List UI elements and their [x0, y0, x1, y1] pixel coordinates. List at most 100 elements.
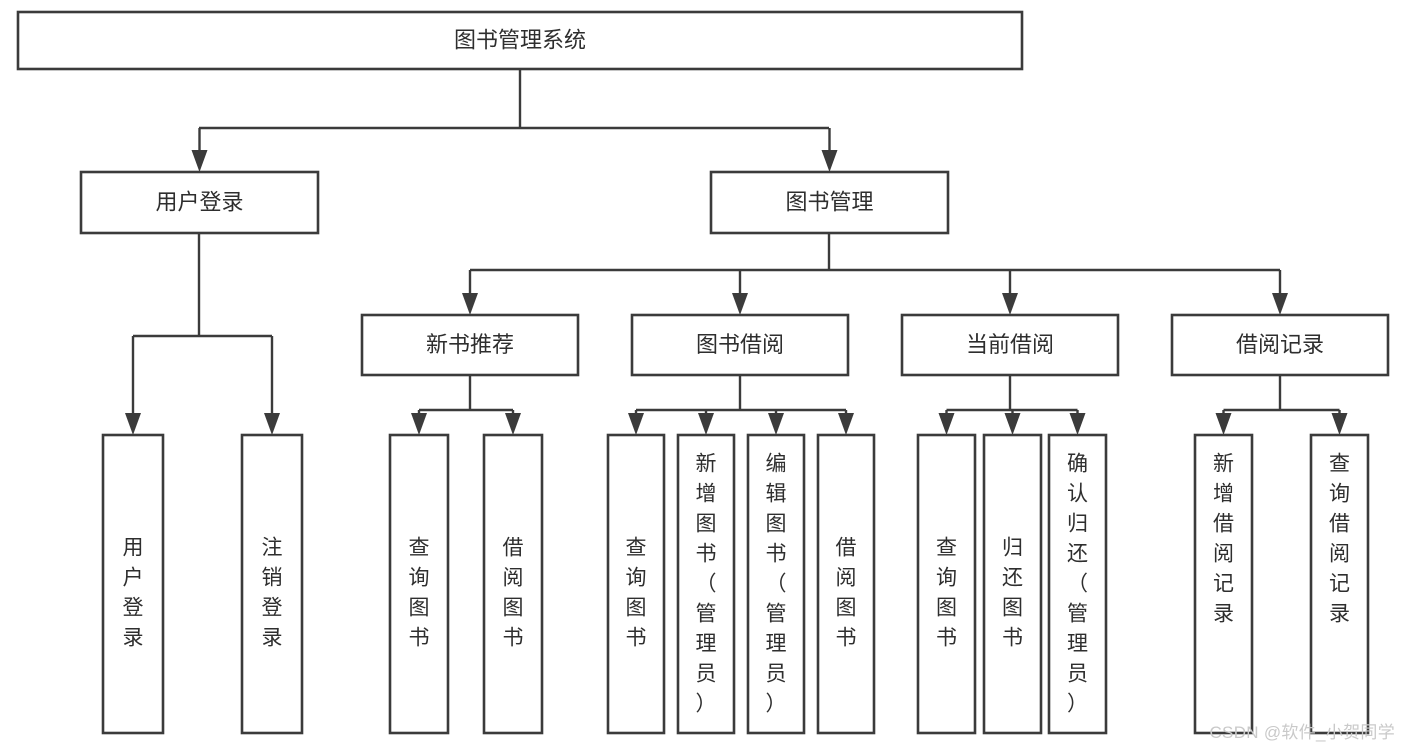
leaf-box-leaf-logout[interactable]: [240, 433, 304, 735]
node-box-new-book-recommend[interactable]: [360, 313, 580, 377]
leaf-label-char: 录: [123, 627, 144, 650]
leaf-label-char: 图: [503, 597, 524, 620]
leaf-label-char: 询: [936, 567, 957, 590]
leaf-label-char: 增: [696, 483, 717, 506]
node-label-book-borrow: 图书借阅: [696, 332, 784, 357]
leaf-label-char: 图: [696, 513, 717, 536]
edge-current-borrow-to-leaf-confirm-return-admin-arrowhead: [1069, 413, 1086, 435]
leaf-label-char: （: [1067, 573, 1088, 596]
leaf-box-leaf-query-book-recommend[interactable]: [388, 433, 450, 735]
leaf-label-char: 借: [503, 537, 524, 560]
leaf-box-leaf-return-book[interactable]: [982, 433, 1043, 735]
leaf-box-leaf-add-book-admin[interactable]: [676, 433, 736, 735]
leaf-box-leaf-borrow-book[interactable]: [816, 433, 876, 735]
leaf-label-char: 查: [626, 537, 647, 560]
node-label-new-book-recommend: 新书推荐: [426, 332, 514, 357]
leaf-label-char: 登: [262, 597, 283, 620]
leaf-label-char: 还: [1067, 543, 1088, 566]
edge-user-login-to-leaf-logout-arrowhead: [264, 413, 280, 435]
leaf-label-char: 户: [123, 567, 144, 590]
node-box-book-borrow[interactable]: [630, 313, 850, 377]
leaf-label-char: 归: [1002, 537, 1023, 560]
leaf-box-leaf-query-book-current[interactable]: [916, 433, 977, 735]
edge-user-login-to-leaf-user-login-arrowhead: [125, 413, 141, 435]
leaf-label-char: 书: [503, 627, 524, 650]
leaf-label-char: 理: [1067, 633, 1088, 656]
node-label-borrow-record: 借阅记录: [1236, 332, 1324, 357]
node-label-user-login: 用户登录: [155, 189, 243, 214]
leaf-label-char: 员: [1067, 663, 1088, 686]
leaf-label-char: 员: [766, 663, 787, 686]
leaf-label-char: 阅: [1329, 543, 1350, 566]
leaf-label-char: 用: [123, 537, 144, 560]
leaf-label-char: 图: [936, 597, 957, 620]
leaf-label-char: 查: [936, 537, 957, 560]
leaf-label-char: 书: [836, 627, 857, 650]
edge-book-borrow-to-leaf-edit-book-admin-arrowhead: [768, 413, 784, 435]
leaf-label-char: 新: [1213, 453, 1234, 476]
leaf-label-char: 询: [409, 567, 430, 590]
leaf-label-char: 图: [1002, 597, 1023, 620]
node-box-book-management[interactable]: [709, 170, 950, 235]
leaf-box-leaf-edit-book-admin[interactable]: [746, 433, 806, 735]
leaf-label-char: 询: [626, 567, 647, 590]
leaf-label-char: 书: [409, 627, 430, 650]
node-label-root: 图书管理系统: [454, 27, 586, 52]
node-box-user-login[interactable]: [79, 170, 320, 235]
leaf-label-char: 理: [696, 633, 717, 656]
leaf-box-leaf-add-borrow-record[interactable]: [1193, 433, 1254, 735]
leaf-box-leaf-borrow-book-recommend[interactable]: [482, 433, 544, 735]
leaf-box-leaf-query-book-borrow[interactable]: [606, 433, 666, 735]
leaf-label-char: ）: [766, 693, 787, 716]
leaf-label-leaf-user-login: 用户登录: [123, 537, 144, 650]
leaf-label-char: 阅: [503, 567, 524, 590]
edge-current-borrow-to-leaf-return-book-arrowhead: [1004, 413, 1021, 435]
leaf-label-char: 辑: [766, 483, 787, 506]
edge-bm-to-book-borrow-arrowhead: [732, 293, 748, 315]
edge-book-borrow-to-leaf-borrow-book-arrowhead: [838, 413, 854, 435]
leaf-label-char: ）: [696, 693, 717, 716]
leaf-box-leaf-query-borrow-record[interactable]: [1309, 433, 1370, 735]
leaf-label-char: 图: [626, 597, 647, 620]
leaf-label-char: 录: [262, 627, 283, 650]
node-box-current-borrow[interactable]: [900, 313, 1120, 377]
leaf-label-char: （: [766, 573, 787, 596]
leaf-label-char: 书: [696, 543, 717, 566]
leaf-label-char: 阅: [836, 567, 857, 590]
node-label-book-management: 图书管理: [785, 189, 873, 214]
leaf-label-char: 借: [1213, 513, 1234, 536]
leaf-box-leaf-user-login[interactable]: [101, 433, 165, 735]
leaf-label-char: 理: [766, 633, 787, 656]
leaf-label-char: 管: [696, 603, 717, 626]
leaf-label-char: 书: [936, 627, 957, 650]
leaf-label-char: 登: [123, 597, 144, 620]
node-box-root[interactable]: [16, 10, 1024, 71]
leaf-label-char: 书: [766, 543, 787, 566]
node-label-current-borrow: 当前借阅: [966, 332, 1054, 357]
leaf-label-char: 注: [262, 537, 283, 560]
leaf-label-char: 员: [696, 663, 717, 686]
leaf-label-char: 图: [766, 513, 787, 536]
edge-bm-to-current-borrow-arrowhead: [1002, 293, 1018, 315]
leaf-label-char: 书: [1002, 627, 1023, 650]
edge-book-borrow-to-leaf-query-book-borrow-arrowhead: [628, 413, 644, 435]
leaf-label-char: 编: [766, 453, 787, 476]
leaf-box-leaf-confirm-return-admin[interactable]: [1047, 433, 1108, 735]
leaf-label-char: 新: [696, 453, 717, 476]
node-box-borrow-record[interactable]: [1170, 313, 1390, 377]
leaf-label-char: 增: [1213, 483, 1234, 506]
edge-borrow-record-to-leaf-add-borrow-record-arrowhead: [1215, 413, 1232, 435]
leaf-label-char: 书: [626, 627, 647, 650]
node-boxes-layer: [16, 10, 1390, 735]
